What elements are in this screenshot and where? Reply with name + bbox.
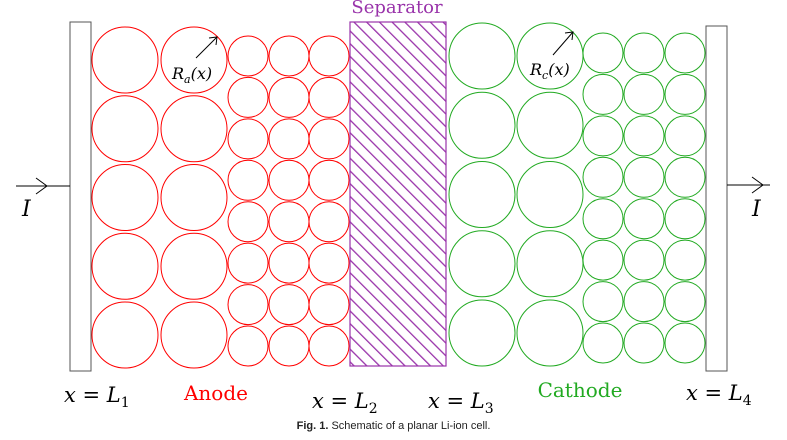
- electrode-particle: [160, 232, 228, 300]
- position-label-l3: x = L3: [428, 389, 494, 417]
- electrode-particle: [664, 73, 706, 115]
- electrode-particle: [623, 73, 665, 115]
- electrode-particle: [582, 239, 624, 281]
- cathode-radius-label: Rc(x): [529, 60, 570, 82]
- cathode-label: Cathode: [538, 378, 623, 402]
- electrode-particle: [582, 73, 624, 115]
- anode-label: Anode: [183, 381, 248, 405]
- current-label-right: I: [751, 197, 762, 222]
- electrode-particle: [308, 76, 350, 118]
- electrode-particle: [623, 32, 665, 74]
- electrode-particle: [516, 230, 584, 298]
- electrode-particle: [623, 156, 665, 198]
- electrode-particle: [582, 322, 624, 364]
- current-label-left: I: [21, 197, 32, 222]
- electrode-particle: [268, 35, 310, 77]
- electrode-particle: [448, 161, 516, 228]
- electrode-particle: [160, 95, 228, 163]
- electrode-particle: [91, 26, 159, 94]
- electrode-particle: [623, 322, 665, 364]
- electrode-particle: [664, 32, 706, 74]
- electrode-particle: [623, 115, 665, 157]
- electrode-particle: [308, 35, 350, 77]
- electrode-particle: [91, 164, 159, 231]
- electrode-particle: [664, 239, 706, 281]
- electrode-particle: [268, 325, 310, 367]
- electrode-particle: [664, 156, 706, 198]
- electrode-particle: [268, 284, 310, 326]
- figure-caption: Fig. 1. Schematic of a planar Li-ion cel…: [0, 420, 787, 432]
- electrode-particle: [227, 76, 269, 118]
- electrode-particle: [582, 32, 624, 74]
- electrode-particle: [91, 95, 159, 163]
- position-label-l2: x = L2: [312, 389, 378, 417]
- electrode-particle: [623, 281, 665, 323]
- electrode-particle: [268, 201, 310, 243]
- electrode-particle: [268, 242, 310, 284]
- electrode-particle: [91, 301, 159, 369]
- electrode-particle: [227, 35, 269, 77]
- electrode-particle: [268, 159, 310, 201]
- electrode-particle: [91, 232, 159, 300]
- current-arrow-out: [727, 176, 770, 194]
- anode-particles: [91, 26, 350, 369]
- current-arrow-in: [16, 177, 70, 195]
- electrode-particle: [516, 91, 584, 159]
- electrode-particle: [448, 299, 516, 367]
- electrode-particle: [308, 201, 350, 243]
- electrode-particle: [582, 281, 624, 323]
- electrode-particle: [448, 22, 516, 90]
- electrode-particle: [582, 156, 624, 198]
- electrode-particle: [308, 325, 350, 367]
- electrode-particle: [623, 239, 665, 281]
- electrode-particle: [227, 325, 269, 367]
- electrode-particle: [664, 115, 706, 157]
- electrode-particle: [227, 201, 269, 243]
- electrode-particle: [448, 91, 516, 159]
- separator-region: [349, 21, 447, 367]
- electrode-particle: [582, 198, 624, 240]
- electrode-particle: [268, 76, 310, 118]
- electrode-particle: [227, 242, 269, 284]
- electrode-particle: [664, 198, 706, 240]
- electrode-particle: [160, 26, 228, 94]
- electrode-particle: [623, 198, 665, 240]
- electrode-particle: [160, 164, 228, 231]
- anode-radius-arrow: [195, 36, 218, 59]
- electrode-particle: [227, 159, 269, 201]
- anode-radius-label: Ra(x): [171, 64, 212, 86]
- electrode-particle: [308, 118, 350, 160]
- anode-current-collector: [69, 21, 92, 372]
- electrode-particle: [268, 118, 310, 160]
- electrode-particle: [664, 281, 706, 323]
- electrode-particle: [516, 299, 584, 367]
- electrode-particle: [664, 322, 706, 364]
- figure-caption-label: Fig. 1.: [296, 420, 329, 432]
- electrode-particle: [308, 284, 350, 326]
- electrode-particle: [516, 161, 584, 228]
- electrode-particle: [308, 159, 350, 201]
- electrode-particle: [227, 118, 269, 160]
- electrode-particle: [160, 301, 228, 369]
- figure-caption-text: Schematic of a planar Li-ion cell.: [331, 420, 491, 432]
- electrode-particle: [308, 242, 350, 284]
- position-label-l4: x = L4: [686, 381, 752, 409]
- cathode-particles: [448, 22, 706, 367]
- electrode-particle: [448, 230, 516, 298]
- cathode-radius-arrow: [552, 31, 574, 56]
- separator-label: Separator: [351, 0, 443, 18]
- position-label-l1: x = L1: [64, 383, 130, 411]
- electrode-particle: [582, 115, 624, 157]
- electrode-particle: [227, 284, 269, 326]
- cathode-current-collector: [705, 25, 728, 372]
